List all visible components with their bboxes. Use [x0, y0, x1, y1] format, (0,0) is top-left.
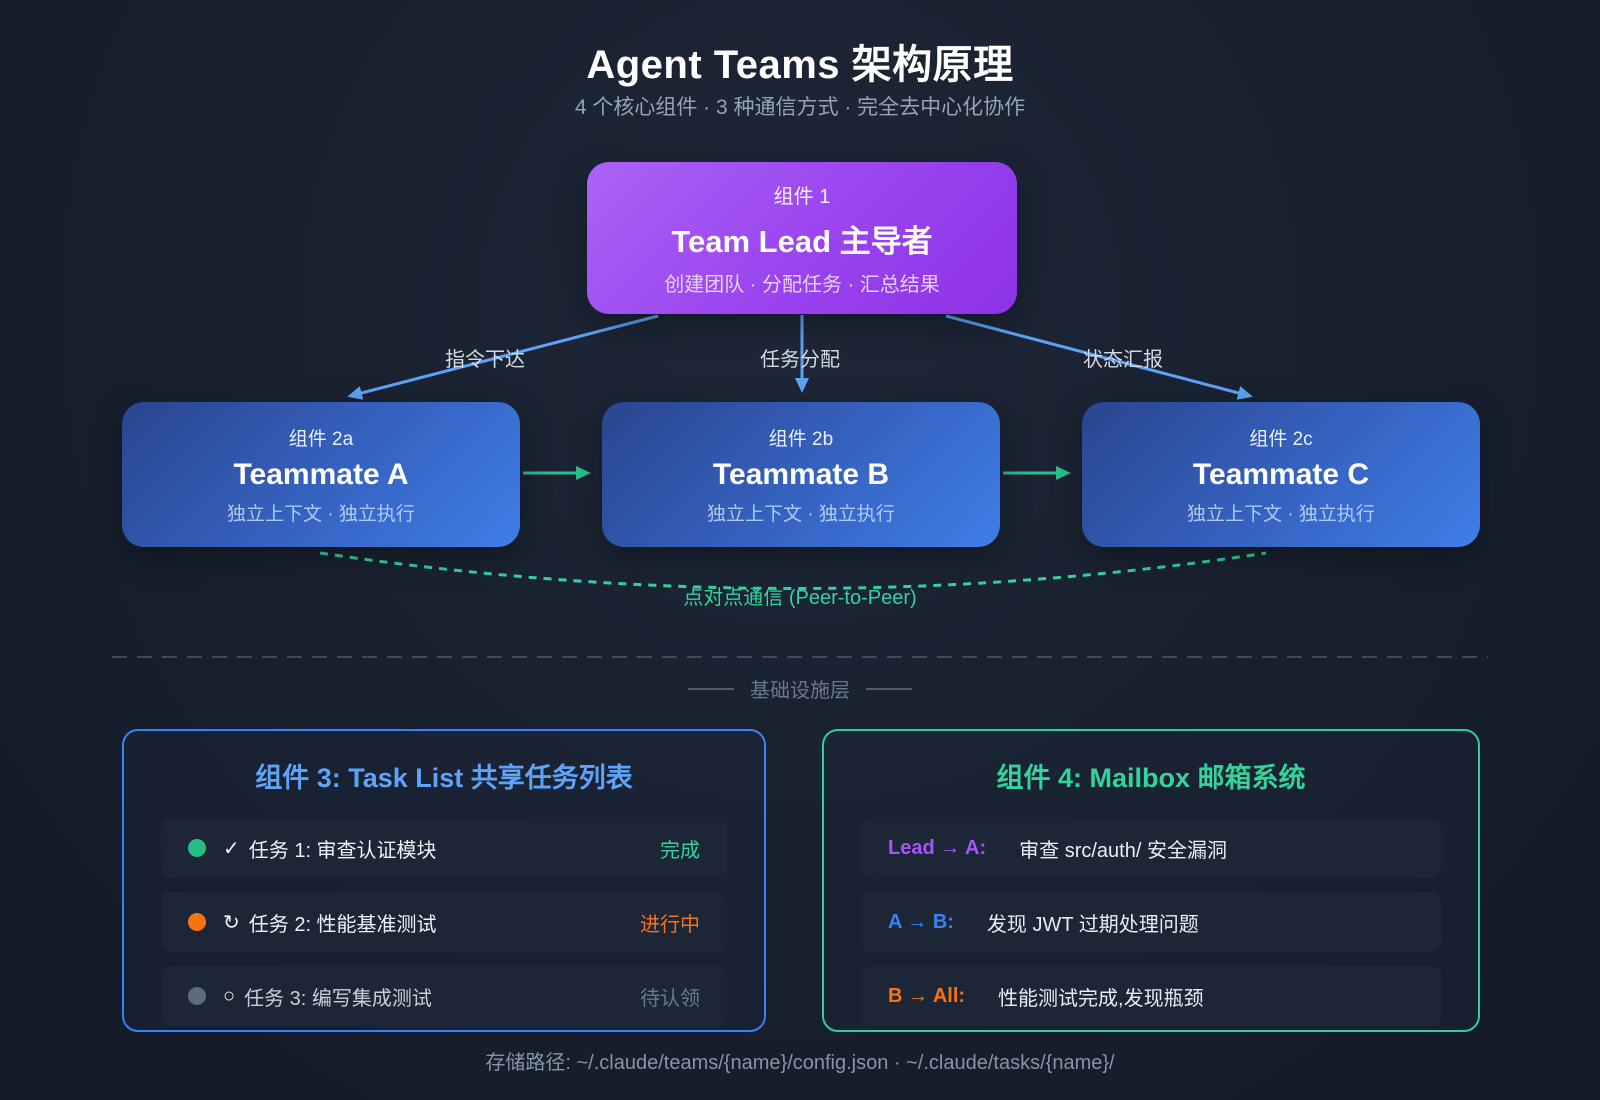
divider-line-left [688, 687, 734, 690]
task-label: 任务 3: 编写集成测试 [244, 987, 432, 1010]
mail-message: 审查 src/auth/ 安全漏洞 [1019, 839, 1227, 862]
infrastructure-layer-label: 基础设施层 [0, 674, 1600, 703]
mailbox-card-title: 组件 4: Mailbox 邮箱系统 [996, 763, 1306, 793]
arrow-label-status: 状态汇报 [1083, 349, 1163, 371]
task-status-badge: 进行中 [640, 913, 700, 936]
peer-to-peer-label: 点对点通信 (Peer-to-Peer) [683, 587, 917, 609]
in-progress-icon: ↻ [223, 911, 240, 934]
storage-path-footer: 存储路径: ~/.claude/teams/{name}/config.json… [485, 1052, 1115, 1074]
task-list-rows: ✓ 任务 1: 审查认证模块 完成 ↻ 任务 2: 性能基准测试 进行中 ○ 任… [161, 818, 727, 1026]
teammate-b-desc: 独立上下文 · 独立执行 [707, 503, 895, 525]
page-subtitle: 4 个核心组件 · 3 种通信方式 · 完全去中心化协作 [574, 96, 1026, 119]
mailbox-row-3: B → All: 性能测试完成,发现瓶颈 [861, 966, 1441, 1026]
task-label: 任务 1: 审查认证模块 [248, 839, 437, 862]
task-status-badge: 待认领 [640, 987, 700, 1010]
check-icon: ✓ [223, 837, 240, 860]
teammate-a-title: Teammate A [233, 457, 409, 491]
task-row-2: ↻ 任务 2: 性能基准测试 进行中 [161, 892, 727, 952]
divider-line-right [866, 687, 912, 690]
mail-message: 发现 JWT 过期处理问题 [986, 913, 1199, 936]
teammate-c-title: Teammate C [1192, 457, 1370, 491]
task-status-dot [188, 913, 206, 931]
arrow-label-assign: 任务分配 [760, 349, 840, 371]
infrastructure-layer-text: 基础设施层 [750, 680, 850, 702]
teammate-a-tag: 组件 2a [288, 428, 354, 450]
task-row-1: ✓ 任务 1: 审查认证模块 完成 [161, 818, 727, 878]
mailbox-row-1: Lead → A: 审查 src/auth/ 安全漏洞 [861, 818, 1441, 878]
page-title: Agent Teams 架构原理 [586, 43, 1014, 87]
teammate-c-node: 组件 2c Teammate C 独立上下文 · 独立执行 [1082, 402, 1480, 547]
task-row-3: ○ 任务 3: 编写集成测试 待认领 [161, 966, 727, 1026]
task-list-card-title: 组件 3: Task List 共享任务列表 [255, 763, 633, 793]
teammate-c-tag: 组件 2c [1249, 428, 1313, 450]
mail-from-label: A → B: [888, 910, 954, 933]
arrow-label-command: 指令下达 [445, 349, 525, 371]
team-lead-tag: 组件 1 [773, 185, 831, 208]
pending-circle-icon: ○ [223, 984, 236, 1007]
task-status-dot [188, 987, 206, 1005]
mailbox-card: 组件 4: Mailbox 邮箱系统 Lead → A: 审查 src/auth… [822, 729, 1480, 1032]
mail-message: 性能测试完成,发现瓶颈 [998, 987, 1204, 1010]
teammate-b-node: 组件 2b Teammate B 独立上下文 · 独立执行 [602, 402, 1000, 547]
task-status-dot [188, 839, 206, 857]
teammate-a-node: 组件 2a Teammate A 独立上下文 · 独立执行 [122, 402, 520, 547]
teammate-b-title: Teammate B [712, 457, 890, 491]
task-status-badge: 完成 [660, 839, 700, 862]
teammate-c-desc: 独立上下文 · 独立执行 [1187, 503, 1375, 525]
team-lead-desc: 创建团队 · 分配任务 · 汇总结果 [664, 273, 940, 296]
teammate-a-desc: 独立上下文 · 独立执行 [227, 503, 415, 525]
mailbox-rows: Lead → A: 审查 src/auth/ 安全漏洞 A → B: 发现 JW… [861, 818, 1441, 1026]
mailbox-row-2: A → B: 发现 JWT 过期处理问题 [861, 892, 1441, 952]
mail-from-label: Lead → A: [888, 836, 987, 859]
team-lead-title: Team Lead 主导者 [671, 223, 933, 259]
team-lead-node: 组件 1 Team Lead 主导者 创建团队 · 分配任务 · 汇总结果 [587, 162, 1017, 314]
task-label: 任务 2: 性能基准测试 [248, 913, 437, 936]
teammate-b-tag: 组件 2b [768, 428, 834, 450]
task-list-card: 组件 3: Task List 共享任务列表 ✓ 任务 1: 审查认证模块 完成… [122, 729, 766, 1032]
mail-from-label: B → All: [888, 984, 966, 1007]
